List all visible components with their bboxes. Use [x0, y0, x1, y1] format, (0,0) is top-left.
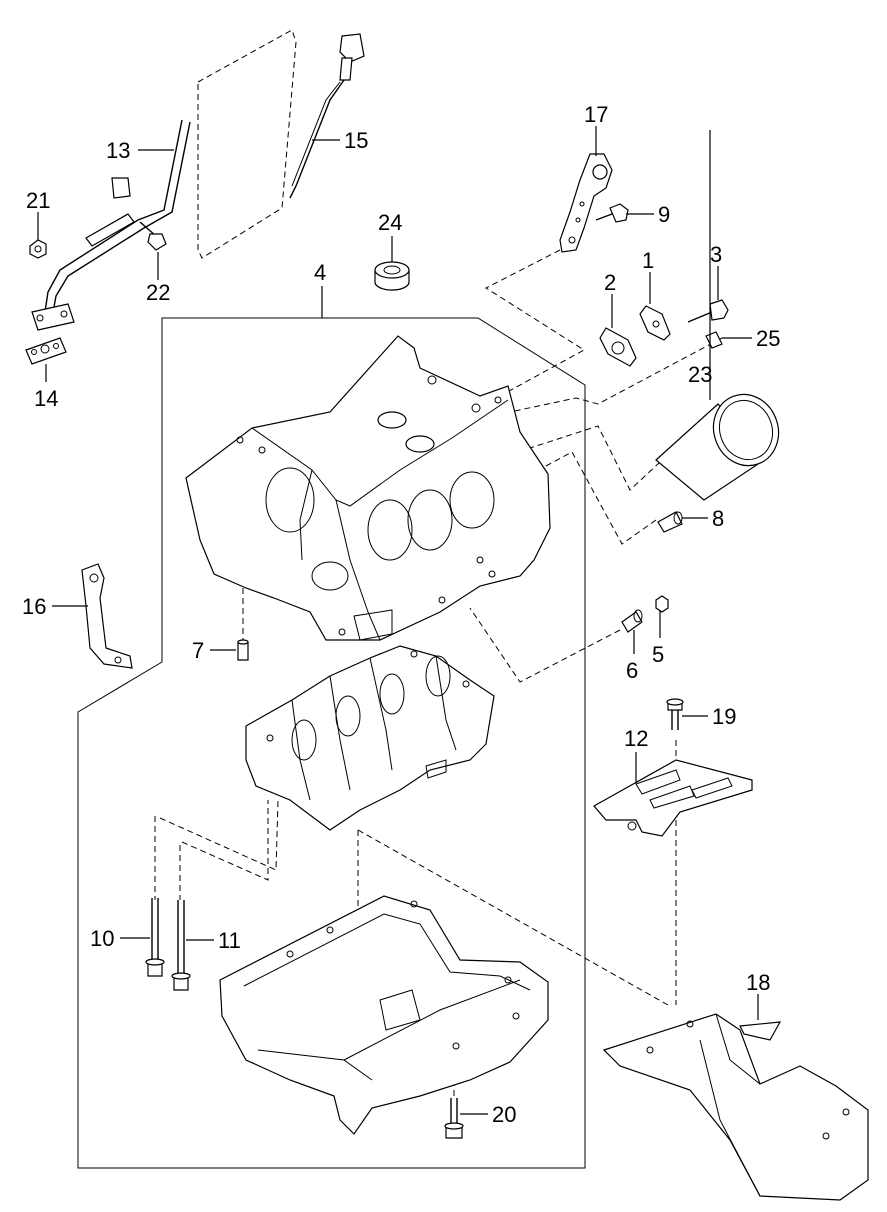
assembly-frame — [77, 317, 586, 1169]
callout-7: 7 — [192, 638, 204, 663]
callout-25: 25 — [756, 326, 780, 351]
callout-18: 18 — [746, 970, 770, 995]
callout-12: 12 — [624, 726, 648, 751]
part-8-dowel — [657, 511, 683, 533]
callout-8: 8 — [712, 506, 724, 531]
callout-1: 1 — [642, 248, 654, 273]
part-3-bolt — [687, 299, 729, 323]
callout-2: 2 — [604, 270, 616, 295]
part-10-bolt — [145, 898, 165, 977]
part-1-cover — [639, 305, 671, 341]
callout-17: 17 — [584, 102, 608, 127]
part-2-gasket — [599, 327, 637, 367]
callout-16: 16 — [22, 594, 46, 619]
part-20-bolt — [444, 1098, 464, 1139]
part-6-pin — [621, 609, 643, 633]
part-22-bolt — [139, 221, 167, 251]
part-21-nut — [29, 239, 47, 259]
callout-15: 15 — [344, 128, 368, 153]
callout-20: 20 — [492, 1102, 516, 1127]
callout-23: 23 — [688, 362, 712, 387]
part-9-bolt — [595, 203, 629, 223]
callout-leaders — [37, 126, 759, 1115]
callout-14: 14 — [34, 386, 58, 411]
part-7-dowel — [237, 639, 249, 661]
callout-21: 21 — [26, 188, 50, 213]
callout-9: 9 — [658, 202, 670, 227]
part-24-seal — [374, 261, 410, 291]
part-11-bolt — [171, 900, 191, 991]
part-5-nut — [655, 595, 669, 613]
part-13-gauge-tube — [31, 119, 191, 331]
callout-24: 24 — [378, 210, 402, 235]
part-19-bolt — [666, 698, 684, 730]
part-4-cylinder-block — [185, 335, 551, 641]
part-14-gasket — [25, 337, 67, 365]
part-23-sleeve — [655, 393, 780, 501]
callout-5: 5 — [652, 642, 664, 667]
part-16-bracket — [81, 563, 133, 669]
callout-6: 6 — [626, 658, 638, 683]
part-15-dipstick — [289, 33, 365, 199]
callout-labels: 1 2 3 4 5 6 7 8 9 10 11 12 13 14 15 16 1… — [22, 102, 780, 1127]
callout-4: 4 — [314, 260, 326, 285]
callout-19: 19 — [712, 704, 736, 729]
part-oil-pan — [219, 895, 549, 1135]
callout-22: 22 — [146, 280, 170, 305]
part-lower-crankcase — [245, 645, 495, 831]
callout-13: 13 — [106, 138, 130, 163]
callout-11: 11 — [218, 928, 241, 953]
part-12-baffle-plate — [593, 759, 753, 837]
callout-10: 10 — [90, 926, 114, 951]
callout-3: 3 — [710, 242, 722, 267]
part-18-oil-pan-detail — [602, 1013, 869, 1201]
part-17-bracket — [559, 153, 613, 253]
